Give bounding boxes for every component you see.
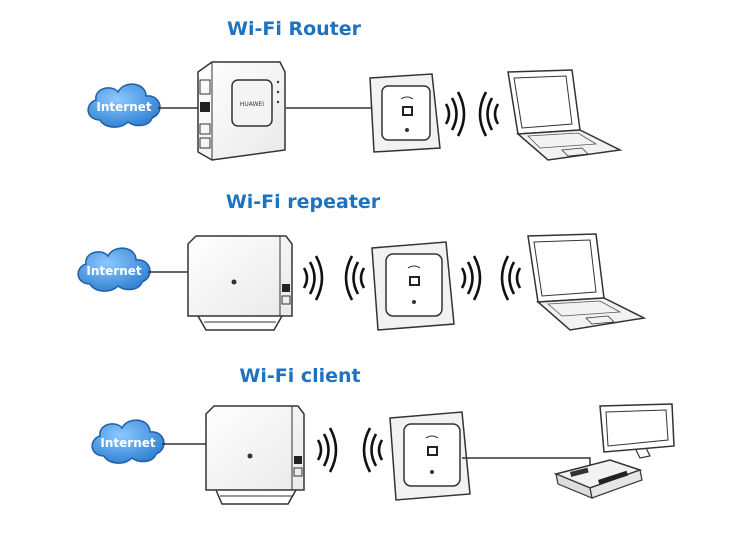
section-title: Wi-Fi Router — [227, 18, 362, 40]
repeater-device — [389, 411, 471, 501]
wifi-waves-icon — [344, 255, 366, 301]
internet-label: Internet — [96, 100, 151, 114]
wifi-waves-icon — [316, 427, 338, 473]
wifi-waves-icon — [362, 427, 384, 473]
section-title: Wi-Fi client — [239, 365, 360, 387]
internet-label: Internet — [100, 436, 155, 450]
wifi-waves-icon — [302, 255, 324, 301]
gateway-device — [205, 405, 305, 505]
section-title: Wi-Fi repeater — [226, 191, 381, 213]
section-router: Wi-Fi Router Internet HUAWEI — [87, 18, 623, 161]
internet-cloud: Internet — [77, 247, 151, 292]
wifi-waves-icon — [500, 255, 522, 301]
repeater-device — [371, 241, 455, 331]
laptop-device — [527, 233, 647, 331]
section-client: Wi-Fi client Internet — [91, 365, 675, 505]
gateway-device — [187, 235, 293, 331]
wifi-waves-icon — [444, 91, 466, 137]
internet-cloud: Internet — [91, 419, 165, 464]
internet-label: Internet — [86, 264, 141, 278]
wifi-waves-icon — [460, 255, 482, 301]
internet-cloud: Internet — [87, 83, 161, 128]
ethernet-cable — [462, 457, 591, 466]
set-top-box-device — [553, 459, 643, 499]
section-repeater: Wi-Fi repeater Internet — [77, 191, 647, 331]
wifi-waves-icon — [478, 91, 500, 137]
laptop-device — [507, 69, 623, 161]
tv-device — [599, 403, 675, 459]
repeater-device — [369, 73, 441, 153]
brand-label: HUAWEI — [240, 101, 264, 108]
router-device: HUAWEI — [197, 61, 286, 161]
